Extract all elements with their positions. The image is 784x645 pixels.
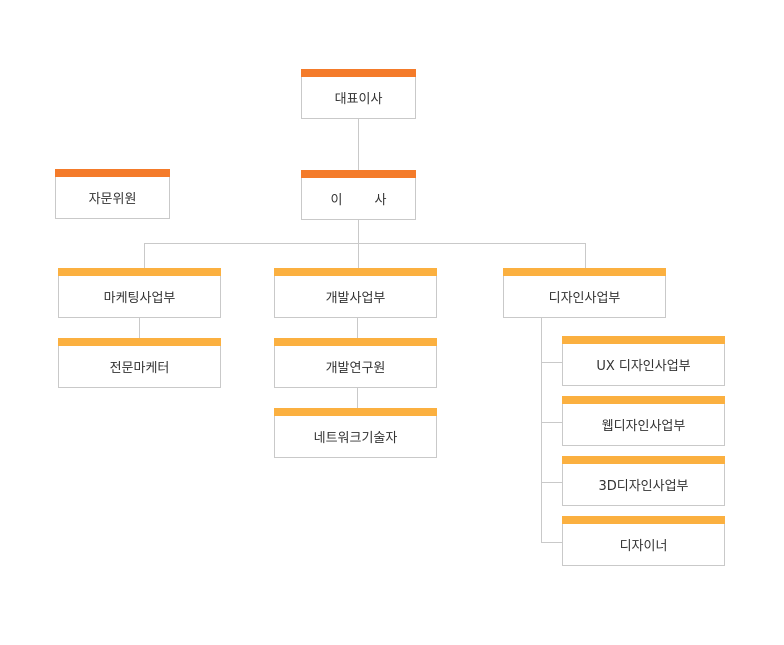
marketing-expert-box: 전문마케터 xyxy=(58,338,221,388)
web-design-label: 웹디자인사업부 xyxy=(601,419,686,434)
designer-bar xyxy=(562,516,725,524)
development-bar xyxy=(274,268,437,276)
designer-box: 디자이너 xyxy=(562,516,725,566)
designer-label: 디자이너 xyxy=(619,539,668,554)
marketing-box: 마케팅사업부 xyxy=(58,268,221,318)
ceo-bar xyxy=(301,69,416,77)
web-design-bar xyxy=(562,396,725,404)
advisory-label: 자문위원 xyxy=(88,192,137,207)
marketing-bar xyxy=(58,268,221,276)
director-box: 이 사 xyxy=(301,170,416,220)
dev-research-box: 개발연구원 xyxy=(274,338,437,388)
director-bar xyxy=(301,170,416,178)
ux-design-box: UX 디자인사업부 xyxy=(562,336,725,386)
design-3d-bar xyxy=(562,456,725,464)
advisory-bar xyxy=(55,169,170,177)
ceo-box: 대표이사 xyxy=(301,69,416,119)
marketing-expert-bar xyxy=(58,338,221,346)
development-box: 개발사업부 xyxy=(274,268,437,318)
marketing-label: 마케팅사업부 xyxy=(103,291,176,306)
network-tech-box: 네트워크기술자 xyxy=(274,408,437,458)
dev-research-label: 개발연구원 xyxy=(325,361,386,376)
ux-design-bar xyxy=(562,336,725,344)
network-tech-label: 네트워크기술자 xyxy=(313,431,398,446)
ceo-label: 대표이사 xyxy=(334,92,383,107)
design-box: 디자인사업부 xyxy=(503,268,666,318)
design-bar xyxy=(503,268,666,276)
ux-design-label: UX 디자인사업부 xyxy=(596,359,691,374)
web-design-box: 웹디자인사업부 xyxy=(562,396,725,446)
dev-research-bar xyxy=(274,338,437,346)
design-3d-box: 3D디자인사업부 xyxy=(562,456,725,506)
development-label: 개발사업부 xyxy=(325,291,386,306)
marketing-expert-label: 전문마케터 xyxy=(109,361,170,376)
design-label: 디자인사업부 xyxy=(548,291,621,306)
director-label: 이 사 xyxy=(330,193,401,208)
design-3d-label: 3D디자인사업부 xyxy=(598,479,689,494)
network-tech-bar xyxy=(274,408,437,416)
advisory-box: 자문위원 xyxy=(55,169,170,219)
